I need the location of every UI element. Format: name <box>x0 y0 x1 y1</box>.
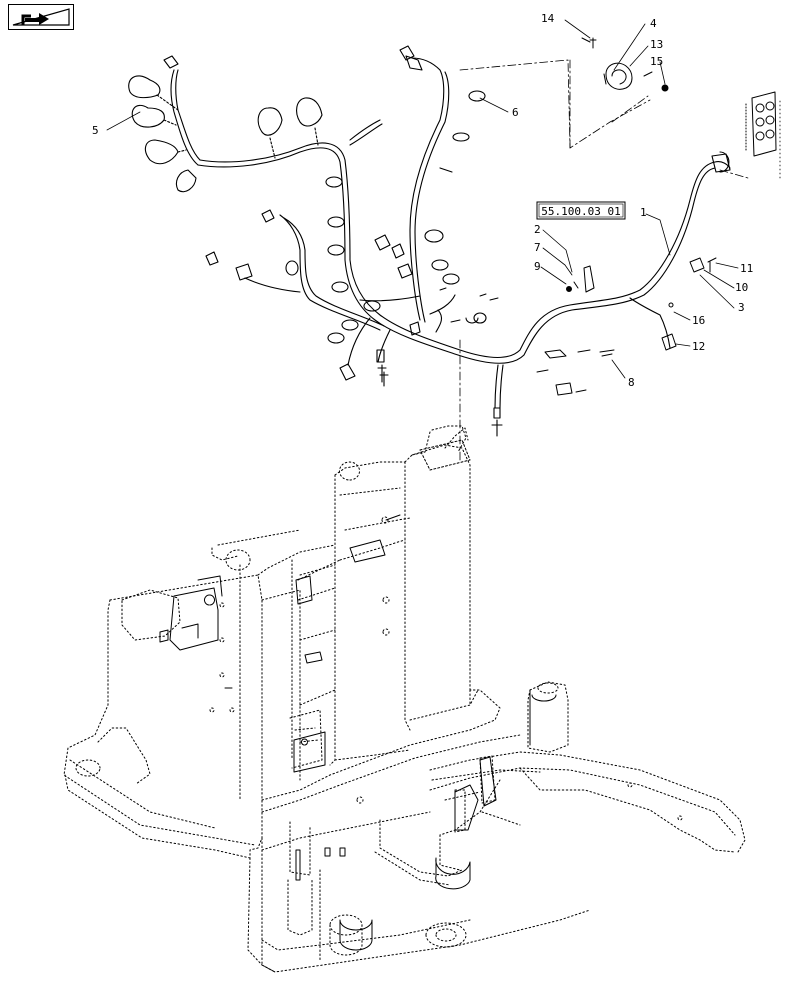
callout-8: 8 <box>628 376 635 389</box>
callout-9: 9 <box>534 260 541 273</box>
callout-3: 3 <box>738 301 745 314</box>
callout-15: 15 <box>650 55 663 68</box>
callout-12: 12 <box>692 340 705 353</box>
callout-5: 5 <box>92 124 99 137</box>
callout-16: 16 <box>692 314 705 327</box>
reference-box[interactable]: 55.100.03 01 <box>536 201 626 220</box>
callout-4: 4 <box>650 17 657 30</box>
wiring-harness <box>128 45 731 437</box>
reference-text: 55.100.03 01 <box>541 205 620 218</box>
hardware-parts <box>439 37 777 396</box>
return-button[interactable] <box>8 4 74 30</box>
leader-lines <box>106 19 781 461</box>
callout-2: 2 <box>534 223 541 236</box>
callout-11: 11 <box>740 262 753 275</box>
callout-1: 1 <box>640 206 647 219</box>
chassis-frame <box>63 425 746 973</box>
callout-13: 13 <box>650 38 663 51</box>
callout-6: 6 <box>512 106 519 119</box>
callout-14: 14 <box>541 12 555 25</box>
callout-7: 7 <box>534 241 541 254</box>
frame-mounted-components <box>159 439 557 951</box>
return-arrow-icon <box>12 8 70 26</box>
callout-labels: 1 2 3 4 5 6 7 8 9 10 11 12 13 14 15 16 <box>92 12 753 389</box>
callout-10: 10 <box>735 281 748 294</box>
